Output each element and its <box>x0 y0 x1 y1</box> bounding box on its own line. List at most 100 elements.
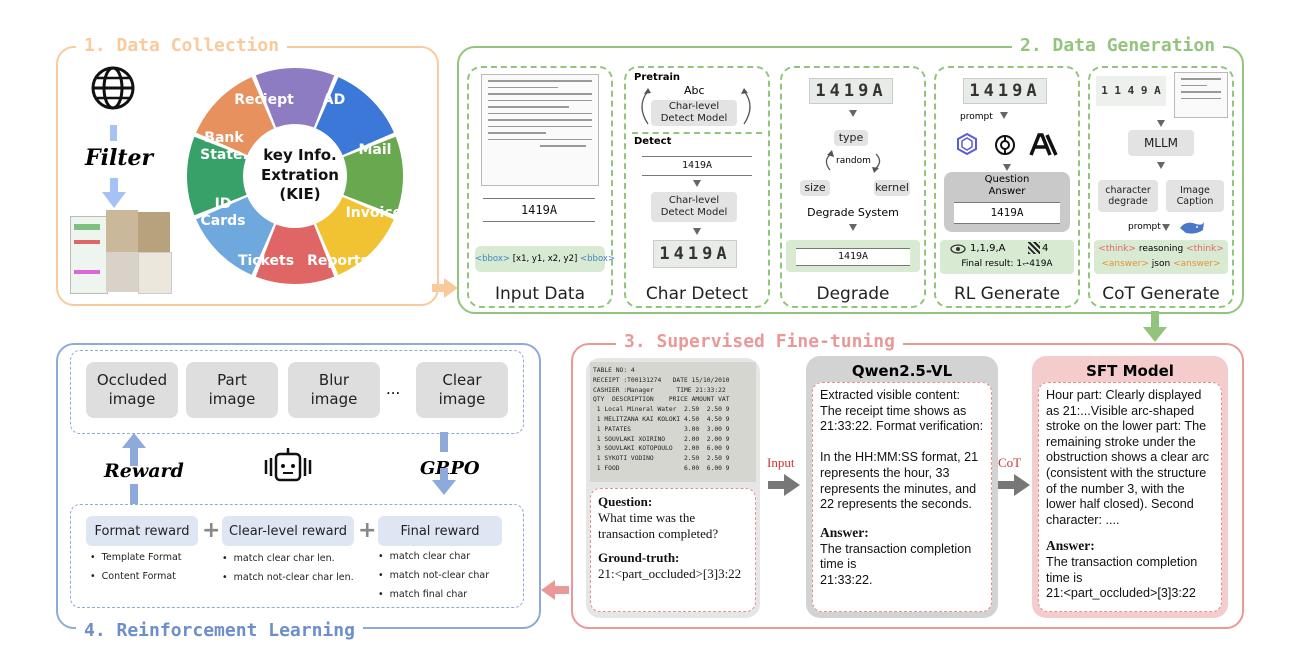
wheel-segment-invoices <box>315 196 394 275</box>
sft-panel <box>571 343 1244 629</box>
document-collage <box>70 210 172 294</box>
collection-to-generation-arrow <box>432 278 458 298</box>
rl-generate-card: 1419A prompt Question Answer 1419A 1,1,9… <box>934 66 1080 308</box>
deepseek-icon <box>957 132 977 156</box>
cot-generate-card: 1 1 4 9 A MLLM character degrade Image C… <box>1088 66 1234 308</box>
rl-title: 4. Reinforcement Learning <box>76 620 363 641</box>
sft-output-card: Hour part: Clearly displayed as 21:...Vi… <box>1038 382 1222 612</box>
degrade-title: Degrade <box>816 284 890 304</box>
think-answer-box: <think> reasoning <think> <answer> json … <box>1094 240 1228 274</box>
detect-arrow-2 <box>693 228 701 235</box>
eye-icon <box>950 244 966 254</box>
data-generation-title: 2. Data Generation <box>1012 35 1224 56</box>
qwen-text: Extracted visible content: The receipt t… <box>820 388 984 512</box>
input-data-title: Input Data <box>494 284 585 304</box>
clear-image-box: Clear image <box>416 362 508 418</box>
wheel-segment-id-cards <box>187 136 247 216</box>
degrade-random-label: random <box>836 156 871 166</box>
question-label: Question: <box>598 494 653 509</box>
pretrain-label: Pretrain <box>634 72 681 83</box>
wedge-id-cards: ID Cards <box>200 196 246 229</box>
cot-document <box>1174 72 1228 118</box>
format-bullet-1: • Template Format <box>90 552 182 563</box>
format-reward-box: Format reward <box>86 516 198 546</box>
robot-icon <box>264 448 312 482</box>
wheel-segment-mail <box>343 136 403 216</box>
wedge-ad: AD <box>322 92 346 108</box>
clear-bullet-1: • match clear char len. <box>222 553 335 564</box>
cot-arrow-3 <box>1162 224 1170 231</box>
question-card: Question: What time was the transaction … <box>590 488 756 612</box>
final-reward-box: Final reward <box>378 516 502 546</box>
cot-generate-title: CoT Generate <box>1102 284 1220 304</box>
plus-icon-1: + <box>202 518 221 543</box>
pretrain-loop-right-icon <box>741 88 751 125</box>
detect-model-box: Char-level Detect Model <box>651 192 737 222</box>
wheel-segment-bank-state <box>196 77 275 156</box>
input-data-card: 1419A <bbox> [x1, y1, x2, y2] <bbox> Inp… <box>467 66 615 308</box>
degrade-strip: 1419A <box>796 248 910 266</box>
rl-prompt-label: prompt <box>960 112 993 122</box>
rl-strip: 1419A <box>954 202 1060 224</box>
answer-close-tag: <answer> <box>1173 259 1221 269</box>
qwen-output-card: Extracted visible content: The receipt t… <box>812 382 992 612</box>
abc-label: Abc <box>684 84 705 97</box>
wheel-segment-ad <box>315 77 394 156</box>
input-strip: 1419A <box>483 198 595 222</box>
sft-model-title: SFT Model <box>1086 362 1174 380</box>
wheel-segment-reports <box>255 224 335 284</box>
cot-arrow-2 <box>1157 162 1165 169</box>
final-bullet-3: • match final char <box>378 589 468 600</box>
char-degrade-box: character degrade <box>1098 180 1158 212</box>
rl-result-line1: 1,1,9,A <box>970 243 1006 254</box>
globe-down-connector <box>110 125 117 141</box>
kie-wheel <box>187 68 403 284</box>
degrade-kernel-box: kernel <box>874 180 910 196</box>
reasoning-label: reasoning <box>1138 244 1184 254</box>
reward-label: Reward <box>104 460 184 482</box>
degrade-card: 1419A type random size kernel Degrade Sy… <box>780 66 926 308</box>
rewards-frame <box>70 504 524 608</box>
generation-to-sft-arrow <box>1143 311 1167 342</box>
wedge-reciept: Reciept <box>234 92 294 108</box>
wedge-tickets: Tickets <box>237 253 295 269</box>
data-generation-panel <box>457 46 1244 314</box>
char-lcd: 1419A <box>653 240 737 268</box>
clear-level-reward-box: Clear-level reward <box>222 516 354 546</box>
reward-up-arrow <box>122 433 146 466</box>
input-arrow <box>768 474 800 496</box>
rl-arrow-1 <box>1000 112 1008 119</box>
rl-result-line1b: 4 <box>1042 243 1049 254</box>
wheel-segment-tickets <box>196 196 275 275</box>
format-bullet-2: • Content Format <box>90 571 176 582</box>
sft-answer: The transaction completion time is 21:<p… <box>1046 555 1198 601</box>
pretrain-model-box: Char-level Detect Model <box>651 100 737 126</box>
char-detect-title: Char Detect <box>645 284 749 304</box>
globe-icon <box>91 66 135 110</box>
input-label: Input <box>767 455 795 470</box>
sft-title: 3. Supervised Fine-tuning <box>616 331 903 352</box>
wheel-segment-reciept <box>255 68 335 128</box>
qwen-answer: The transaction completion time is 21:33… <box>820 541 972 587</box>
pretrain-loop-left-icon <box>641 88 651 125</box>
whale-icon <box>1180 222 1204 234</box>
wedge-invoices: Invoices <box>345 205 411 221</box>
part-image-box: Part image <box>186 362 278 418</box>
rl-lcd: 1419A <box>963 78 1047 104</box>
degrade-type-box: type <box>834 130 868 146</box>
detect-label: Detect <box>634 136 672 147</box>
think-open-tag: <think> <box>1098 244 1136 254</box>
degrade-arrow-2 <box>849 224 857 231</box>
qwen-title: Qwen2.5-VL <box>851 362 953 380</box>
grpo-label: GRPO <box>420 458 480 479</box>
cot-digit-image: 1 1 4 9 A <box>1096 76 1166 106</box>
ellipsis-label: ... <box>386 380 401 398</box>
wheel-center-circle <box>245 126 345 226</box>
wheel-center-label: key Info. Extration (KIE) <box>261 146 339 203</box>
char-detect-card: Pretrain Abc Char-level Detect Model Det… <box>624 66 770 308</box>
degrade-system-label: Degrade System <box>807 206 899 219</box>
qa-label: Question Answer <box>984 174 1030 197</box>
plus-icon-2: + <box>358 518 377 543</box>
input-document <box>481 74 599 186</box>
occluded-image-box: Occluded image <box>86 362 178 418</box>
